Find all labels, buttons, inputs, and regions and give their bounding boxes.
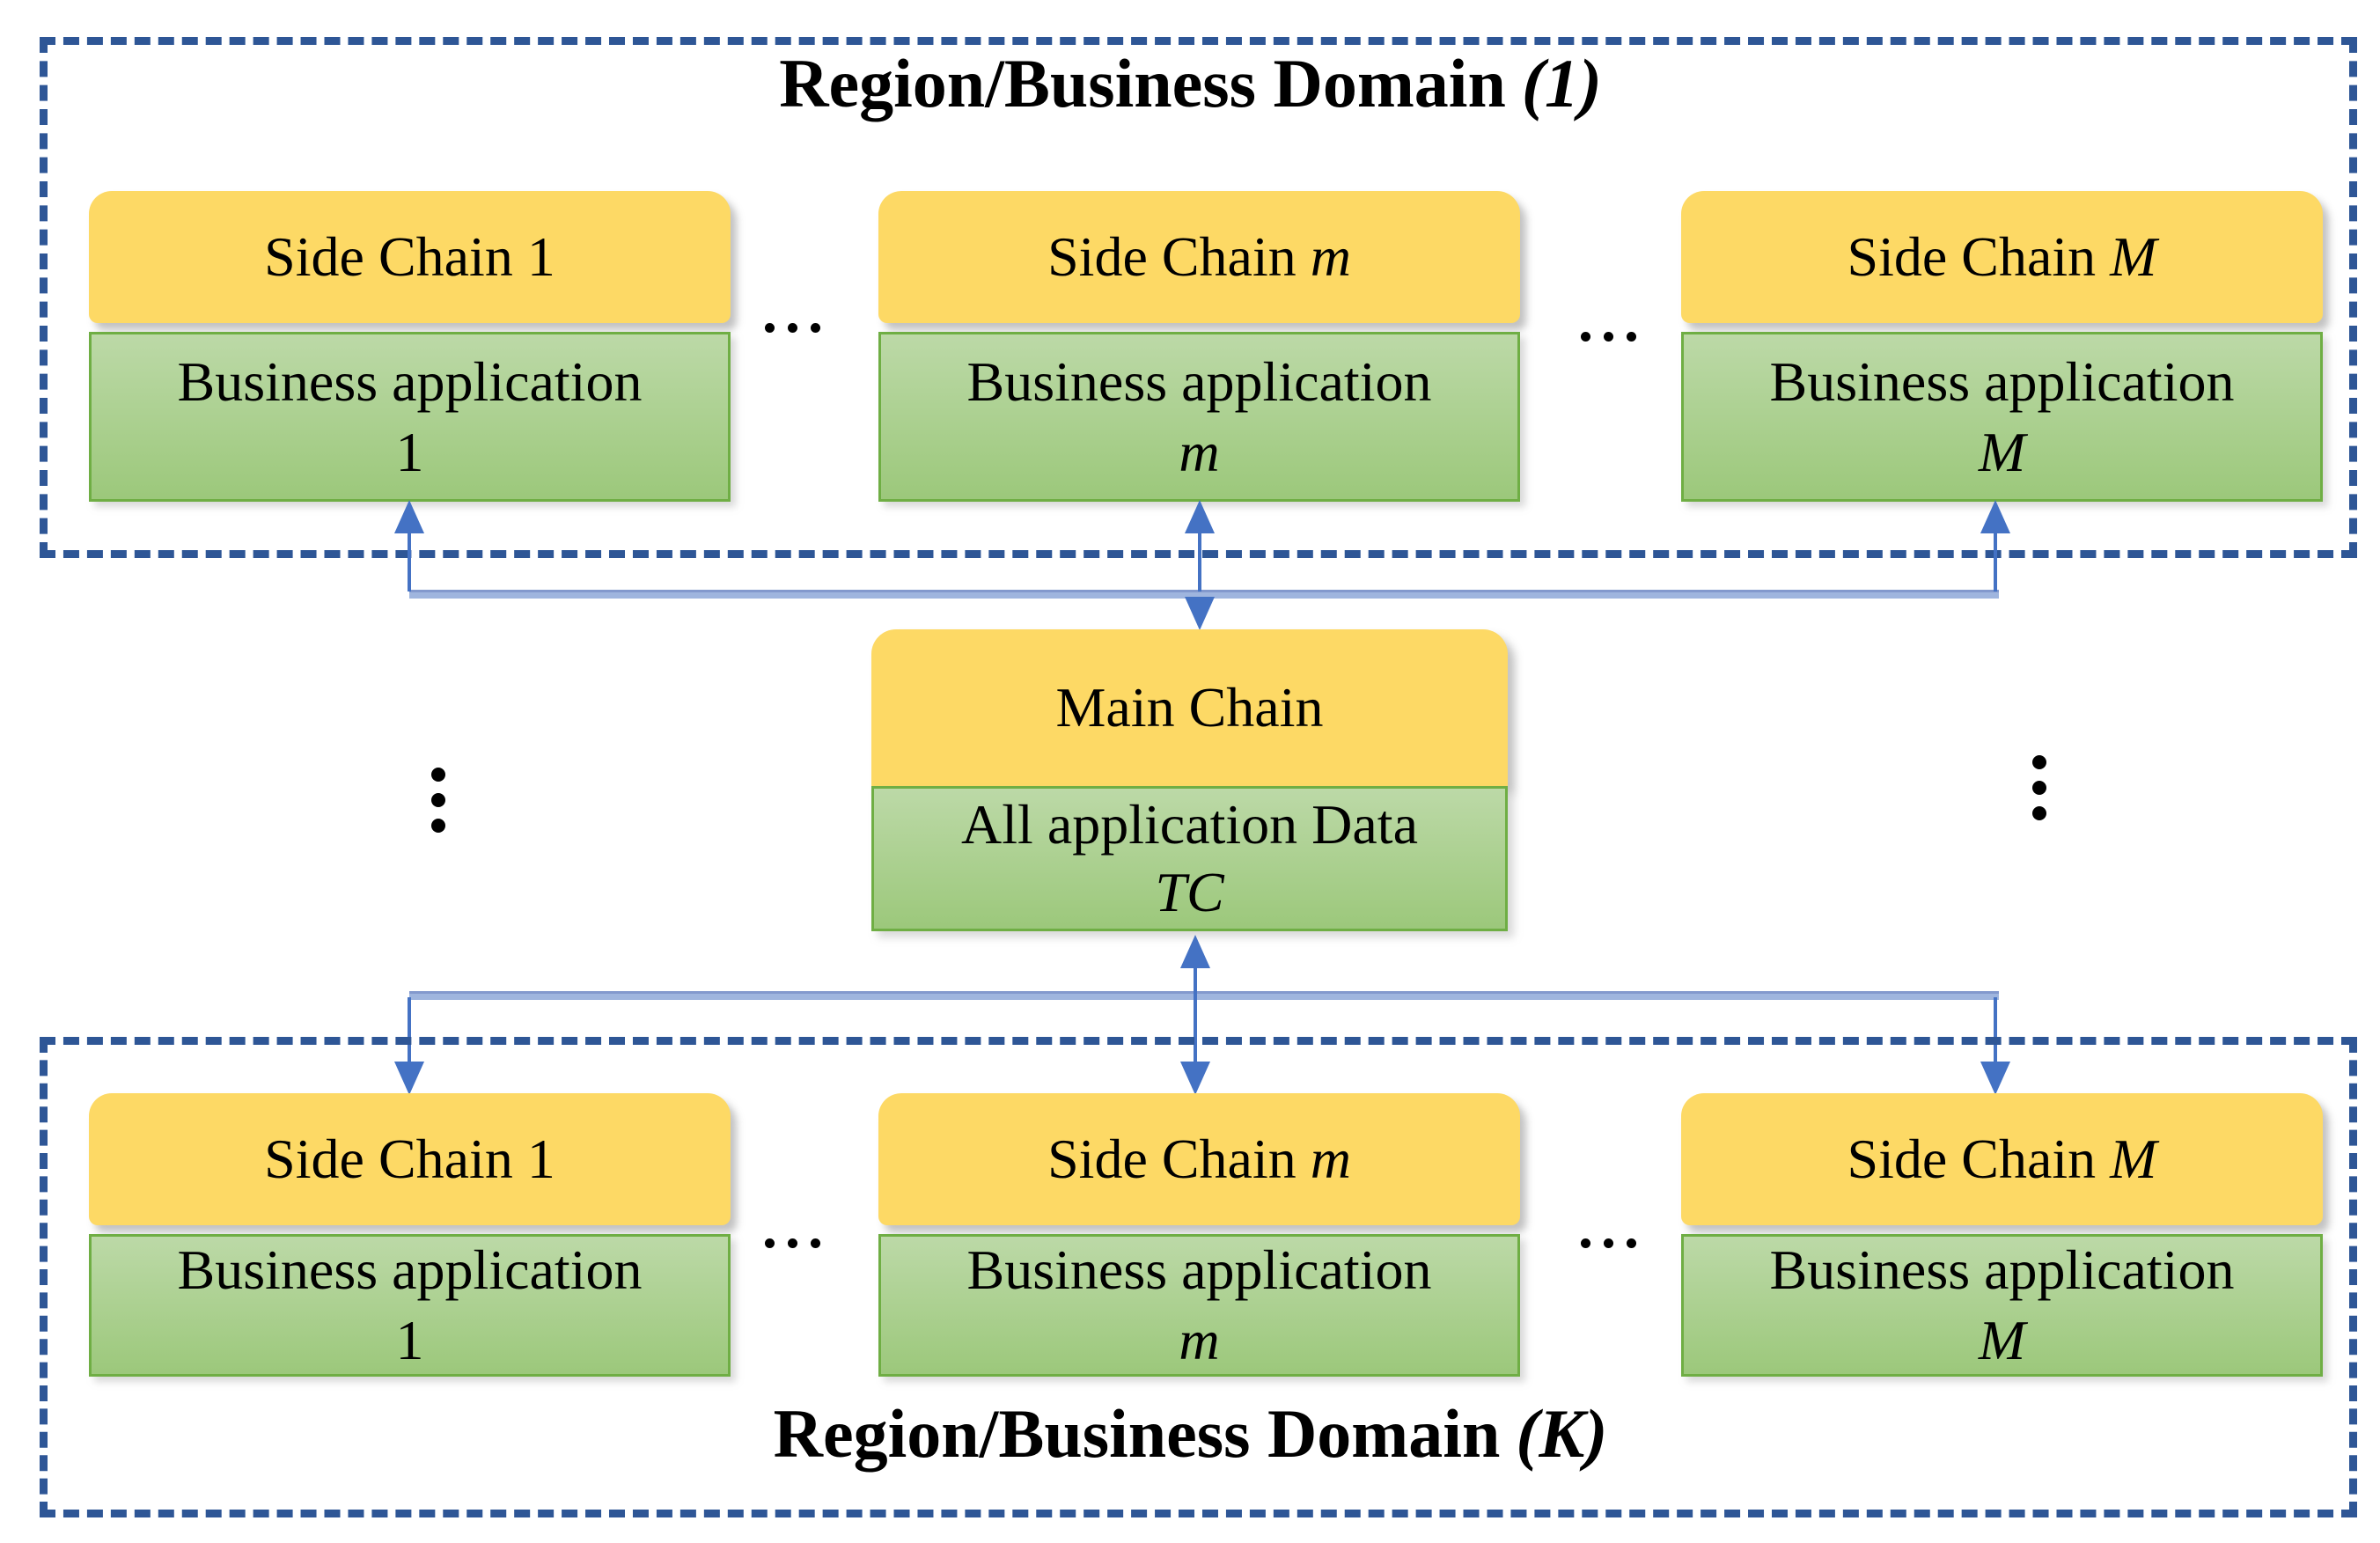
side-chain-label: Side Chain	[1847, 1128, 2097, 1190]
bottom-business-application-m: Business application m	[878, 1234, 1520, 1377]
bottom-bus-connector-line	[409, 991, 1999, 1000]
business-application-label: Business application	[1769, 349, 2235, 413]
bottom-side-chain-m-header: Side Chain m	[878, 1093, 1520, 1225]
top-business-application-1: Business application 1	[89, 332, 731, 502]
region-top-title-index: (1)	[1521, 45, 1602, 121]
bottom-ellipsis-left: ...	[762, 1194, 831, 1261]
side-chain-label: Side Chain	[264, 225, 513, 288]
region-bottom-title-text: Region/Business Domain	[773, 1395, 1501, 1472]
business-application-label: Business application	[966, 1238, 1432, 1301]
side-chain-label: Side Chain	[1047, 1128, 1297, 1190]
connector-line	[408, 997, 411, 1065]
region-bottom-title-index: (K)	[1516, 1395, 1608, 1472]
side-chain-index: M	[2110, 225, 2157, 288]
connector-line	[1198, 528, 1201, 591]
main-chain-body-label: All application Data	[961, 792, 1418, 856]
business-application-index: m	[1179, 1309, 1220, 1371]
business-application-index: M	[1978, 1309, 2026, 1371]
business-application-label: Business application	[966, 349, 1432, 413]
arrow-down-icon	[1180, 1062, 1210, 1095]
top-side-chain-m-header: Side Chain m	[878, 191, 1520, 323]
vertical-ellipsis-icon	[428, 768, 449, 833]
main-chain-body: All application Data TC	[871, 786, 1508, 931]
region-top-title-text: Region/Business Domain	[779, 45, 1506, 121]
arrow-up-icon	[1185, 500, 1215, 533]
bottom-side-chain-M-header: Side Chain M	[1681, 1093, 2323, 1225]
side-chain-index: M	[2110, 1128, 2157, 1190]
bottom-ellipsis-right: ...	[1578, 1194, 1647, 1261]
business-application-label: Business application	[177, 349, 643, 413]
top-bus-connector-line	[409, 590, 1999, 599]
arrow-up-icon	[1980, 500, 2010, 533]
bottom-side-chain-1-header: Side Chain 1	[89, 1093, 731, 1225]
ellipsis-dot	[431, 768, 445, 782]
top-business-application-M: Business application M	[1681, 332, 2323, 502]
connector-line	[408, 528, 411, 591]
top-side-chain-1-header: Side Chain 1	[89, 191, 731, 323]
arrow-down-icon	[1980, 1062, 2010, 1095]
side-chain-index: m	[1310, 1128, 1351, 1190]
top-ellipsis-left: ...	[762, 278, 831, 346]
main-chain-label: Main Chain	[1055, 676, 1324, 738]
business-application-index: M	[1978, 420, 2026, 483]
side-chain-index: 1	[526, 225, 555, 288]
side-chain-index: m	[1310, 225, 1351, 288]
business-application-index: m	[1179, 420, 1220, 483]
arrow-up-icon	[1180, 935, 1210, 968]
connector-line	[1194, 964, 1197, 1065]
side-chain-index: 1	[526, 1128, 555, 1190]
ellipsis-dot	[431, 819, 445, 833]
bottom-business-application-1: Business application 1	[89, 1234, 731, 1377]
ellipsis-dot	[431, 793, 445, 807]
main-chain-body-index: TC	[1155, 860, 1224, 923]
arrow-down-icon	[394, 1062, 424, 1095]
side-chain-label: Side Chain	[1047, 225, 1297, 288]
ellipsis-dot	[2032, 755, 2046, 769]
business-application-label: Business application	[177, 1238, 643, 1301]
region-bottom-title: Region/Business Domain(K)	[40, 1396, 2341, 1472]
ellipsis-dot	[2032, 806, 2046, 820]
region-bottom-dashed-border	[40, 1037, 2357, 1517]
side-chain-label: Side Chain	[1847, 225, 2097, 288]
main-chain-header: Main Chain	[871, 629, 1508, 786]
bottom-business-application-M: Business application M	[1681, 1234, 2323, 1377]
side-chain-label: Side Chain	[264, 1128, 513, 1190]
connector-line	[1994, 997, 1997, 1065]
business-application-label: Business application	[1769, 1238, 2235, 1301]
top-side-chain-M-header: Side Chain M	[1681, 191, 2323, 323]
business-application-index: 1	[395, 420, 424, 483]
business-application-index: 1	[395, 1309, 424, 1371]
top-ellipsis-right: ...	[1578, 287, 1647, 355]
arrow-up-icon	[394, 500, 424, 533]
vertical-ellipsis-icon	[2029, 755, 2050, 820]
region-top-title: Region/Business Domain(1)	[40, 46, 2341, 121]
arrow-down-icon	[1185, 597, 1215, 630]
top-business-application-m: Business application m	[878, 332, 1520, 502]
connector-line	[1994, 528, 1997, 591]
ellipsis-dot	[2032, 781, 2046, 795]
